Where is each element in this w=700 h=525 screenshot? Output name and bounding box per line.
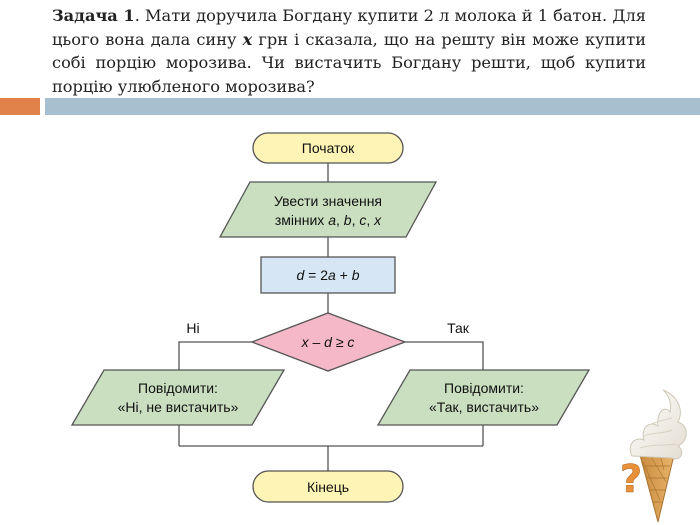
connectors [178, 163, 484, 471]
task-text-before: Мати доручила Богдану купити 2 л молока … [52, 6, 646, 49]
output-no-line1: Повідомити: [138, 380, 218, 396]
input-line1: Увести значення [274, 193, 382, 209]
decision-condition: x – d ≥ c [301, 334, 355, 350]
output-no-block [70, 369, 286, 426]
end-terminal [252, 470, 404, 503]
question-mark-icon: ? [620, 457, 642, 501]
accent-bar-blue [45, 98, 700, 115]
process-var-a: a [328, 267, 336, 283]
decision-block [250, 312, 407, 372]
input-var-c: c [359, 212, 366, 228]
task-heading-suffix: . [134, 6, 145, 25]
ice-cream-cone-icon: ? [620, 389, 687, 523]
end-label: Кінець [307, 479, 349, 495]
input-var-b: b [344, 212, 352, 228]
input-sep-2: , [352, 212, 360, 228]
start-terminal [252, 132, 404, 164]
decision-ge: ≥ [332, 334, 347, 350]
task-variable: x [242, 29, 253, 49]
process-block [260, 256, 396, 294]
process-formula: d = 2a + b [296, 267, 359, 283]
input-line2-prefix: змінних [275, 212, 328, 228]
branch-no-label: Ні [186, 320, 199, 336]
process-var-b: b [352, 267, 360, 283]
process-eq: = 2 [304, 267, 328, 283]
output-no-line2: «Ні, не вистачить» [118, 399, 239, 415]
decision-var-x: x [301, 334, 310, 350]
connector-decision-yes [405, 341, 484, 370]
input-var-x: x [373, 212, 382, 228]
input-line2: змінних a, b, c, x [275, 212, 382, 228]
start-label: Початок [302, 140, 355, 156]
decision-var-d: d [324, 334, 333, 350]
accent-bar-orange [0, 98, 40, 115]
task-text-after: грн і сказала, що на решту він може купи… [52, 29, 646, 96]
decision-var-c: c [347, 334, 354, 350]
decision-minus: – [309, 334, 325, 350]
input-sep-1: , [336, 212, 344, 228]
output-yes-line1: Повідомити: [444, 380, 524, 396]
branch-yes-label: Так [447, 320, 470, 336]
connector-decision-no [178, 341, 252, 370]
task-statement: Задача 1. Мати доручила Богдану купити 2… [52, 4, 646, 98]
output-yes-line2: «Так, вистачить» [429, 399, 539, 415]
output-yes-block [376, 369, 591, 426]
process-plus: + [336, 267, 352, 283]
input-sep-3: , [366, 212, 374, 228]
input-block [218, 181, 438, 238]
process-var-d: d [296, 267, 305, 283]
input-var-a: a [328, 212, 336, 228]
task-heading: Задача 1 [52, 6, 135, 25]
